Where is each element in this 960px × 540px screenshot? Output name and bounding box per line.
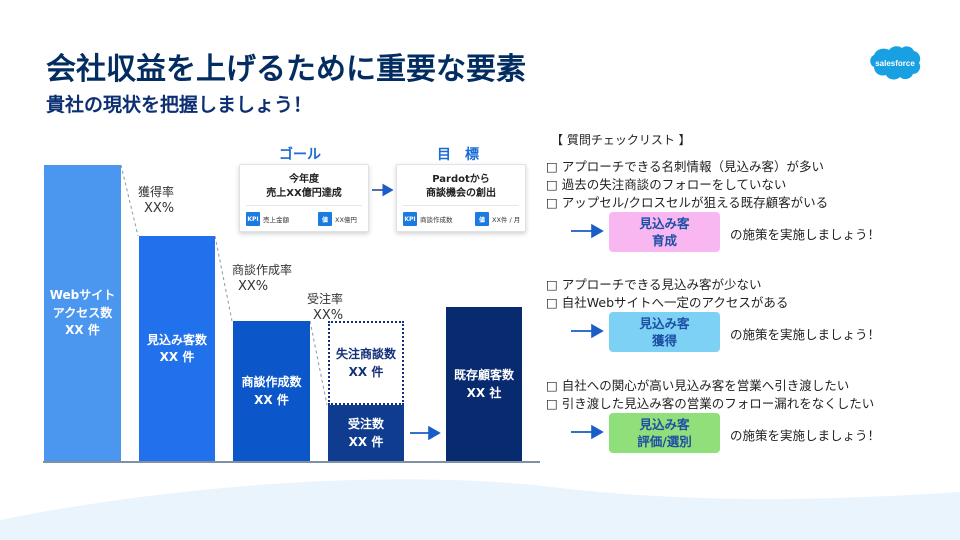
- rate-value: XX%: [144, 201, 175, 217]
- checklist-item[interactable]: □ 過去の失注商談のフォローをしていない: [546, 177, 787, 192]
- target-heading: 目 標: [437, 147, 479, 163]
- goal-card: 今年度 売上XX億円達成 KPI 売上金額 値 XX億円: [239, 164, 369, 232]
- rate-label: 商談作成率: [232, 263, 293, 277]
- bottom-wave-decoration: [0, 479, 960, 540]
- rate-value: XX%: [313, 308, 344, 324]
- bar-label-line: アクセス数: [52, 305, 113, 320]
- kpi-badge: KPI: [403, 212, 417, 226]
- bar-orders: 受注数 XX 件: [328, 405, 404, 462]
- checklist-item[interactable]: □ 自社への関心が高い見込み客を営業へ引き渡したい: [546, 378, 850, 393]
- bar-existing-customers: 既存顧客数 XX 社: [446, 307, 522, 462]
- bar-label-line: XX 件: [348, 434, 384, 449]
- target-line: Pardotから: [432, 174, 490, 185]
- value-badge: 値: [475, 212, 489, 226]
- lost-deals-value: XX 件: [348, 365, 384, 379]
- pill-suffix: の施策を実施しましょう！: [730, 428, 881, 443]
- kpi-text: 売上金額: [263, 216, 289, 224]
- rate-order: 受注率 XX%: [307, 291, 343, 325]
- rate-acquisition: 獲得率 XX%: [138, 184, 174, 218]
- funnel-baseline: [43, 461, 540, 463]
- bar-label-line: 商談作成数: [241, 375, 302, 390]
- kpi-badge: KPI: [246, 212, 260, 226]
- checklist-item[interactable]: □ 自社Webサイトへ一定のアクセスがある: [546, 295, 789, 310]
- checklist-item[interactable]: □ アップセル/クロスセルが狙える既存顧客がいる: [546, 195, 829, 210]
- goal-card-text: 今年度 売上XX億円達成: [240, 173, 368, 200]
- target-line: 商談機会の創出: [426, 187, 496, 199]
- pill-evaluate: 見込み客 評価/選別: [609, 413, 720, 453]
- pill-line: 見込み客: [639, 215, 690, 231]
- bar-deals: 商談作成数 XX 件: [233, 321, 310, 462]
- goal-divider: [246, 205, 362, 206]
- pill-line: 獲得: [651, 333, 677, 348]
- bar-label-line: XX 件: [159, 350, 195, 364]
- bar-label-line: XX 件: [254, 392, 289, 407]
- kpi-text: 商談作成数: [420, 216, 453, 224]
- value-text: XX件 / 月: [492, 216, 521, 224]
- pill-line: 評価/選別: [637, 434, 692, 449]
- salesforce-logo: salesforce: [870, 46, 921, 80]
- rate-value: XX%: [238, 279, 269, 295]
- page-subtitle: 貴社の現状を把握しましょう！: [46, 94, 313, 116]
- rate-deal-creation: 商談作成率 XX%: [232, 262, 292, 296]
- checklist-item[interactable]: □ 引き渡した見込み客の営業のフォロー漏れをなくしたい: [546, 396, 875, 411]
- pill-line: 育成: [651, 233, 677, 248]
- pill-suffix: の施策を実施しましょう！: [730, 327, 881, 342]
- bar-web-access: Webサイト アクセス数 XX 件: [44, 165, 121, 462]
- bar-label-line: XX 社: [466, 385, 502, 400]
- lost-deals-label: 失注商談数: [335, 347, 396, 361]
- bar-label-line: Webサイト: [49, 288, 116, 303]
- pill-suffix: の施策を実施しましょう！: [730, 227, 881, 242]
- goal-line: 今年度: [289, 174, 319, 185]
- bar-prospects: 見込み客数 XX 件: [139, 236, 215, 462]
- rate-label: 受注率: [307, 292, 344, 306]
- bar-label-line: 見込み客数: [146, 332, 207, 347]
- pill-acquire: 見込み客 獲得: [609, 312, 720, 352]
- pill-nurture: 見込み客 育成: [609, 212, 720, 252]
- bar-label-line: XX 件: [65, 323, 100, 338]
- value-text: XX億円: [335, 216, 357, 224]
- checklist-item[interactable]: □ アプローチできる名刺情報（見込み客）が多い: [546, 159, 825, 174]
- bar-label-line: 既存顧客数: [453, 368, 514, 383]
- goal-heading: ゴール: [279, 147, 321, 163]
- logo-text: salesforce: [875, 59, 915, 68]
- rate-label: 獲得率: [138, 185, 175, 199]
- target-card-text: Pardotから 商談機会の創出: [397, 173, 525, 200]
- pill-line: 見込み客: [639, 315, 690, 331]
- page-title: 会社収益を上げるために重要な要素: [46, 52, 526, 87]
- pill-line: 見込み客: [639, 416, 690, 432]
- target-card: Pardotから 商談機会の創出 KPI 商談作成数 値 XX件 / 月: [396, 164, 526, 232]
- target-divider: [403, 205, 519, 206]
- checklist-title: 【 質問チェックリスト 】: [551, 133, 691, 147]
- value-badge: 値: [318, 212, 332, 226]
- goal-line: 売上XX億円達成: [266, 187, 342, 199]
- bar-label-line: 受注数: [347, 417, 384, 432]
- checklist-item[interactable]: □ アプローチできる見込み客が少ない: [546, 277, 762, 292]
- lost-deals-box: 失注商談数 XX 件: [328, 321, 404, 405]
